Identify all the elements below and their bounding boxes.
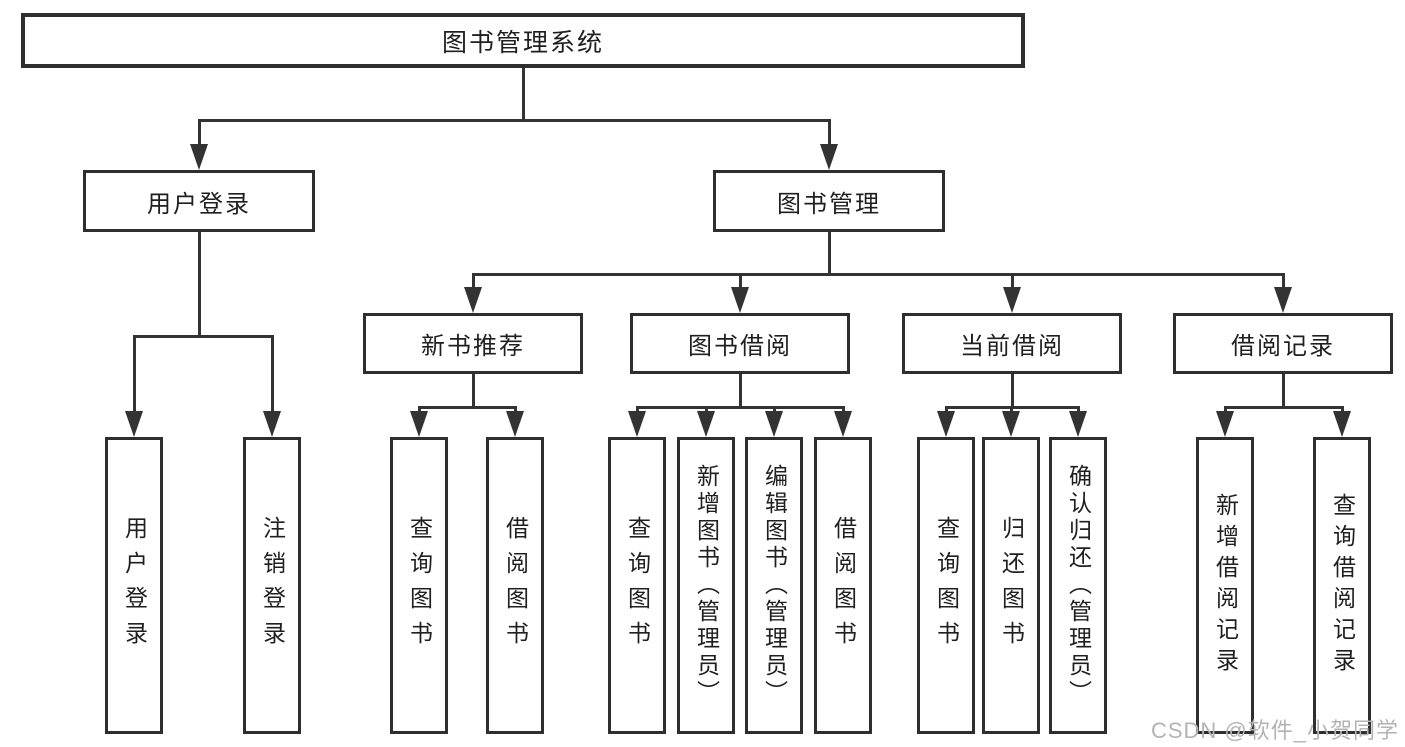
arrowhead-down-icon [190, 144, 208, 170]
connector-line-horizontal [635, 406, 845, 409]
leaf-label: 查询图书 [406, 515, 433, 656]
connector-line-vertical [521, 68, 525, 119]
leaf-label: 查询借阅记录 [1329, 492, 1356, 679]
connector-line-vertical [197, 232, 201, 335]
node-label: 用户登录 [147, 190, 251, 218]
leaf-label: 用户登录 [121, 515, 148, 656]
arrowhead-down-icon [1003, 287, 1021, 313]
leaf-add-borrow-record: 新增借阅记录 [1196, 437, 1254, 734]
arrowhead-down-icon [125, 411, 143, 437]
leaf-label: 借阅图书 [830, 515, 857, 656]
connector-line-vertical [738, 273, 742, 292]
node-label: 借阅记录 [1231, 333, 1335, 360]
leaf-borrow-books-recommend: 借阅图书 [486, 437, 544, 734]
connector-line-horizontal [197, 119, 831, 122]
leaf-edit-book-admin: 编辑图书（管理员） [745, 437, 803, 734]
leaf-label: 注销登录 [259, 515, 286, 656]
connector-line-vertical [827, 232, 831, 273]
node-user-login: 用户登录 [83, 170, 315, 232]
node-book-borrowing: 图书借阅 [630, 313, 850, 374]
connector-line-vertical [1010, 374, 1014, 406]
arrowhead-down-icon [1002, 411, 1020, 437]
leaf-query-borrow-record: 查询借阅记录 [1313, 437, 1371, 734]
node-label: 图书管理系统 [441, 28, 604, 57]
connector-line-vertical [738, 374, 742, 406]
leaf-query-books-current: 查询图书 [917, 437, 975, 734]
connector-line-vertical [471, 374, 475, 406]
arrowhead-down-icon [1216, 411, 1234, 437]
node-library-management-system: 图书管理系统 [21, 13, 1025, 68]
node-label: 当前借阅 [960, 333, 1064, 360]
node-book-management: 图书管理 [713, 170, 945, 232]
leaf-user-login: 用户登录 [105, 437, 163, 734]
leaf-label: 新增借阅记录 [1212, 492, 1239, 679]
connector-line-horizontal [944, 406, 1080, 409]
arrowhead-down-icon [410, 411, 428, 437]
arrowhead-down-icon [628, 411, 646, 437]
leaf-logout: 注销登录 [243, 437, 301, 734]
leaf-query-books-recommend: 查询图书 [390, 437, 448, 734]
connector-line-vertical [471, 273, 475, 292]
connector-line-vertical [1281, 374, 1285, 406]
leaf-query-books-borrowing: 查询图书 [608, 437, 666, 734]
arrowhead-down-icon [1333, 411, 1351, 437]
connector-line-vertical [1281, 273, 1285, 292]
arrowhead-down-icon [731, 287, 749, 313]
leaf-label: 查询图书 [624, 515, 651, 656]
arrowhead-down-icon [263, 411, 281, 437]
node-new-book-recommend: 新书推荐 [363, 313, 583, 374]
connector-line-vertical [1010, 273, 1014, 292]
leaf-label: 查询图书 [933, 515, 960, 656]
leaf-confirm-return-admin: 确认归还（管理员） [1049, 437, 1107, 734]
leaf-borrow-books: 借阅图书 [814, 437, 872, 734]
node-label: 新书推荐 [421, 333, 525, 360]
arrowhead-down-icon [1069, 411, 1087, 437]
leaf-label: 新增图书（管理员） [693, 464, 720, 707]
arrowhead-down-icon [1274, 287, 1292, 313]
leaf-label: 借阅图书 [502, 515, 529, 656]
connector-line-vertical [827, 119, 831, 150]
connector-line-horizontal [1223, 406, 1344, 409]
arrowhead-down-icon [834, 411, 852, 437]
connector-line-vertical [270, 335, 274, 415]
connector-line-horizontal [132, 335, 274, 338]
node-borrow-records: 借阅记录 [1173, 313, 1393, 374]
csdn-watermark: CSDN @软件_小贺同学 [1150, 718, 1399, 743]
arrowhead-down-icon [697, 411, 715, 437]
arrowhead-down-icon [765, 411, 783, 437]
leaf-return-book: 归还图书 [982, 437, 1040, 734]
node-current-borrowing: 当前借阅 [902, 313, 1122, 374]
node-label: 图书借阅 [688, 333, 792, 360]
connector-line-horizontal [417, 406, 517, 409]
arrowhead-down-icon [506, 411, 524, 437]
arrowhead-down-icon [464, 287, 482, 313]
arrowhead-down-icon [937, 411, 955, 437]
leaf-label: 归还图书 [998, 515, 1025, 656]
leaf-label: 编辑图书（管理员） [761, 464, 788, 707]
connector-line-vertical [132, 335, 136, 415]
node-label: 图书管理 [777, 190, 881, 218]
leaf-label: 确认归还（管理员） [1065, 464, 1092, 707]
connector-line-horizontal [471, 273, 1285, 276]
leaf-add-book-admin: 新增图书（管理员） [677, 437, 735, 734]
arrowhead-down-icon [820, 144, 838, 170]
connector-line-vertical [197, 119, 201, 150]
